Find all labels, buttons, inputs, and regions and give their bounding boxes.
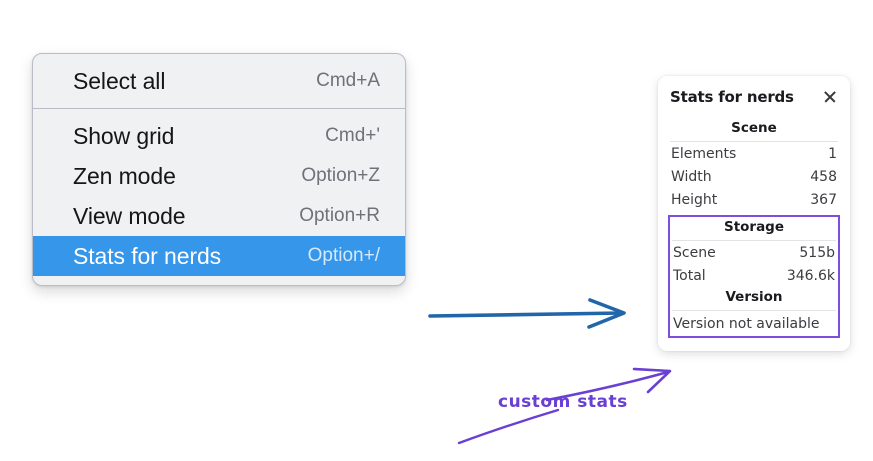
menu-item-shortcut: Cmd+A xyxy=(316,70,380,91)
menu-item-shortcut: Option+/ xyxy=(307,245,380,266)
stat-key: Scene xyxy=(673,245,716,261)
stat-row-elements: Elements 1 xyxy=(670,142,838,165)
menu-item-label: Zen mode xyxy=(73,162,176,189)
blue-arrow-annotation xyxy=(428,298,626,329)
stat-key: Width xyxy=(671,169,712,185)
menu-group-2: Show grid Cmd+' Zen mode Option+Z View m… xyxy=(33,116,405,276)
menu-item-show-grid[interactable]: Show grid Cmd+' xyxy=(33,116,405,156)
menu-group-1: Select all Cmd+A xyxy=(33,61,405,101)
stats-panel-header: Stats for nerds xyxy=(670,88,838,106)
version-section-heading: Version xyxy=(725,289,783,305)
stat-value: 1 xyxy=(828,146,837,162)
purple-underline-annotation xyxy=(457,408,560,445)
scene-section-heading: Scene xyxy=(731,120,777,136)
menu-item-shortcut: Option+Z xyxy=(301,165,380,186)
version-section: Version Version not available xyxy=(672,287,836,334)
menu-item-shortcut: Option+R xyxy=(299,205,380,226)
stat-row-storage-total: Total 346.6k xyxy=(672,264,836,287)
menu-item-stats-for-nerds[interactable]: Stats for nerds Option+/ xyxy=(33,236,405,276)
stat-value: 515b xyxy=(799,245,835,261)
menu-item-select-all[interactable]: Select all Cmd+A xyxy=(33,61,405,101)
menu-item-label: Select all xyxy=(73,67,166,94)
stat-row-height: Height 367 xyxy=(670,188,838,211)
stat-value: 346.6k xyxy=(786,268,835,284)
scene-section: Scene Elements 1 Width 458 Height 367 xyxy=(670,118,838,211)
stat-row-storage-scene: Scene 515b xyxy=(672,241,836,264)
storage-section: Storage Scene 515b Total 346.6k xyxy=(672,217,836,287)
version-value: Version not available xyxy=(673,316,820,332)
stat-row-width: Width 458 xyxy=(670,165,838,188)
menu-separator xyxy=(33,108,405,109)
close-icon[interactable] xyxy=(822,89,838,105)
context-menu: Select all Cmd+A Show grid Cmd+' Zen mod… xyxy=(32,53,406,286)
stats-panel-title: Stats for nerds xyxy=(670,88,794,106)
stat-key: Height xyxy=(671,192,718,208)
divider xyxy=(672,310,836,311)
divider xyxy=(672,240,836,241)
menu-item-label: Show grid xyxy=(73,122,175,149)
stat-value: 367 xyxy=(810,192,837,208)
stats-for-nerds-panel: Stats for nerds Scene Elements 1 Width 4… xyxy=(658,76,850,351)
menu-item-label: View mode xyxy=(73,202,186,229)
divider xyxy=(670,141,838,142)
menu-item-label: Stats for nerds xyxy=(73,242,222,269)
storage-section-heading: Storage xyxy=(723,219,785,235)
stat-value: 458 xyxy=(810,169,837,185)
menu-item-shortcut: Cmd+' xyxy=(325,125,380,146)
custom-stats-note: custom stats xyxy=(498,392,628,412)
stat-key: Elements xyxy=(671,146,737,162)
menu-item-view-mode[interactable]: View mode Option+R xyxy=(33,196,405,236)
stat-key: Total xyxy=(673,268,706,284)
menu-item-zen-mode[interactable]: Zen mode Option+Z xyxy=(33,156,405,196)
custom-stats-highlight-box: Storage Scene 515b Total 346.6k Version … xyxy=(668,215,840,338)
